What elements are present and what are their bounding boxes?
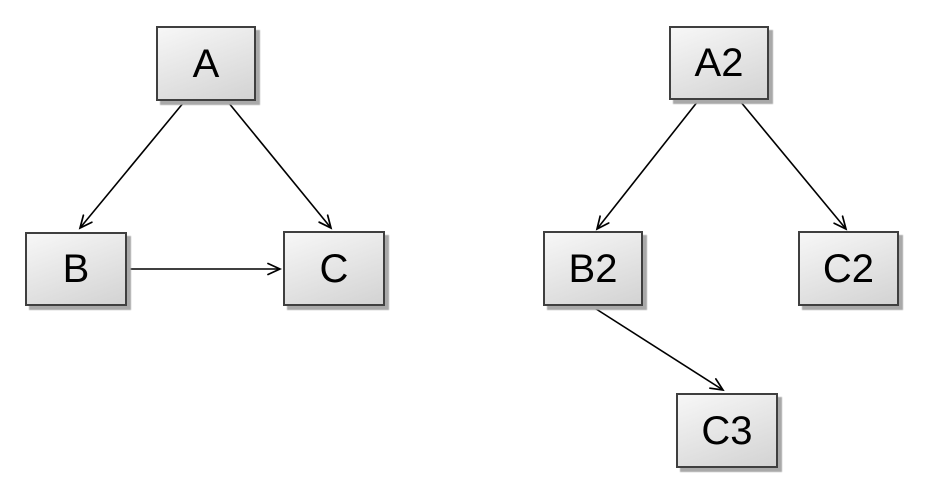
edge-a-c	[227, 101, 331, 228]
edge-b2-c3	[592, 306, 723, 390]
edge-a2-c2	[739, 100, 846, 229]
edge-a-b	[80, 101, 185, 228]
edge-a2-b2	[597, 100, 699, 229]
edge-group	[80, 100, 846, 390]
